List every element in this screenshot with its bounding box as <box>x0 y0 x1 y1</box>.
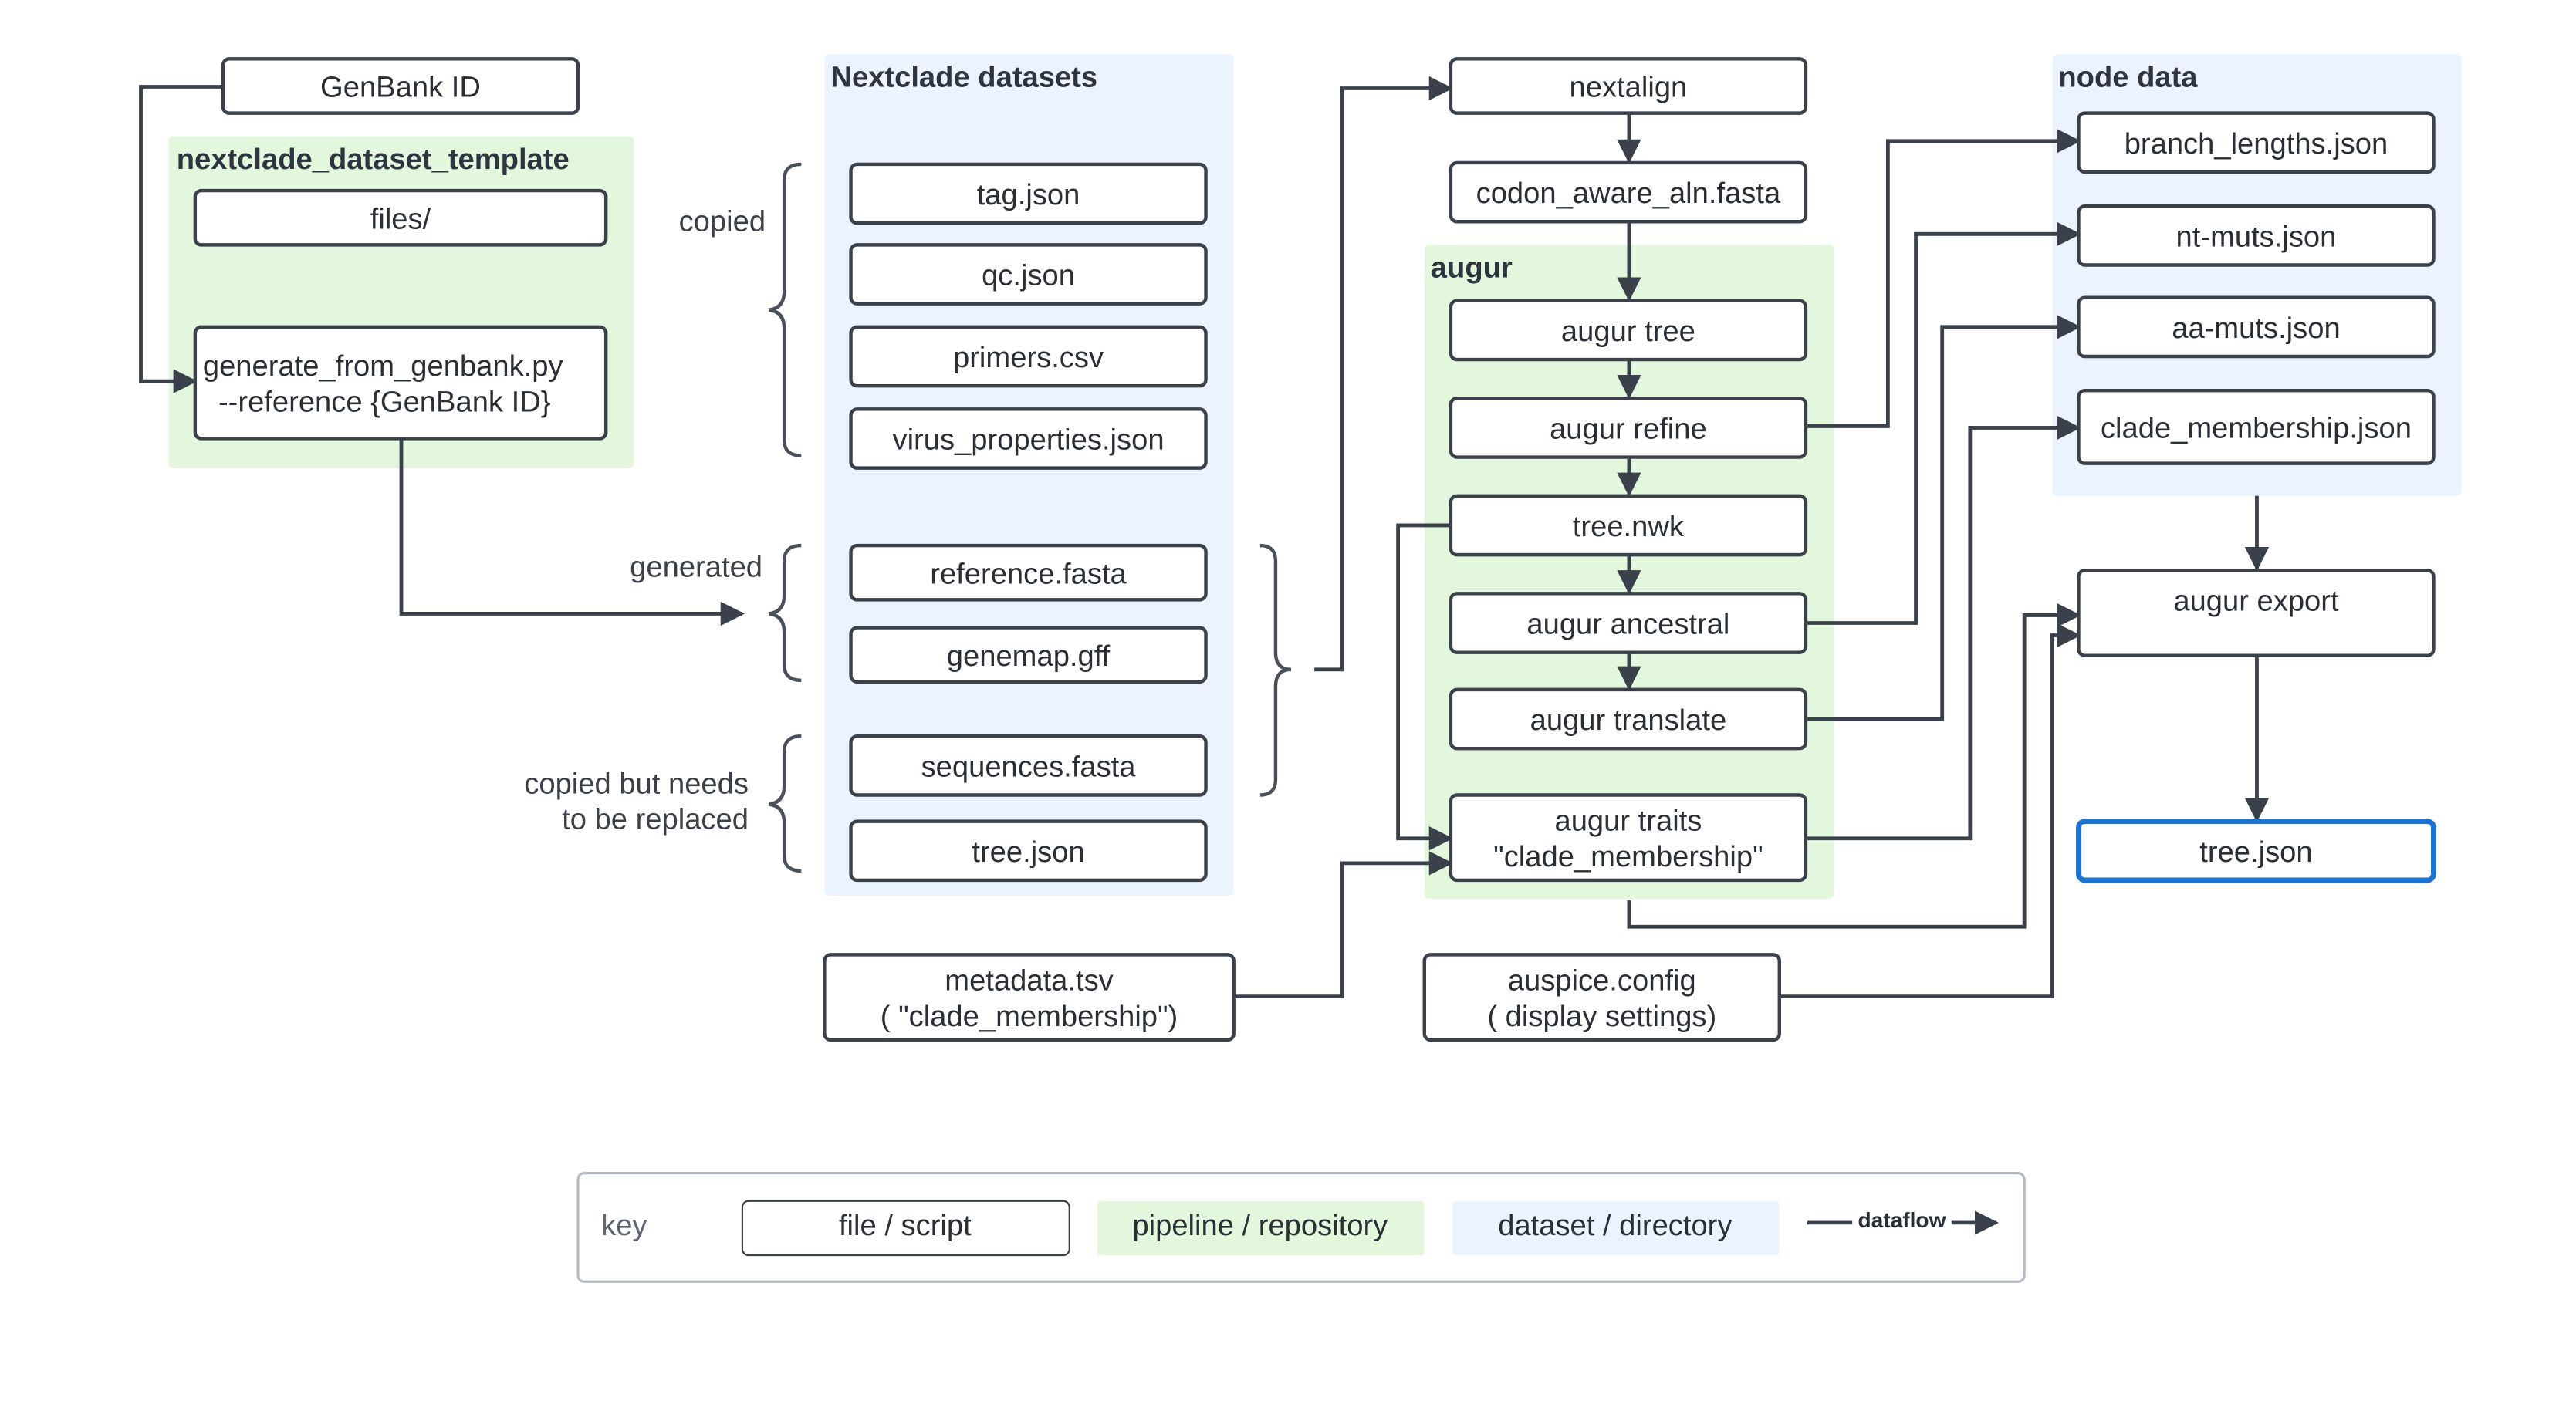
legend-pipeline: pipeline / repository <box>1097 1200 1425 1256</box>
node-primers-csv: primers.csv <box>849 325 1208 388</box>
node-label-line: auspice.config <box>1508 964 1696 998</box>
node-label-line: generate_from_genbank.py <box>203 349 563 383</box>
node-label-line: sequences.fasta <box>921 750 1137 783</box>
node-label-line: codon_aware_aln.fasta <box>1476 177 1781 210</box>
node-label-line: augur traits <box>1554 805 1702 838</box>
node-label-line: virus_properties.json <box>893 424 1165 457</box>
node-aa-muts-json: aa-muts.json <box>2077 295 2436 359</box>
nodes: GenBank ID files/ generate_from_genbank.… <box>193 57 2436 1042</box>
group-title-template: nextclade_dataset_template <box>177 143 570 176</box>
node-qc-json: qc.json <box>849 243 1208 306</box>
node-genemap-gff: genemap.gff <box>849 626 1208 684</box>
edge-script-to-generated <box>399 440 745 626</box>
legend: key file / script pipeline / repository … <box>576 1172 2026 1283</box>
node-metadata-tsv: metadata.tsv( "clade_membership") <box>823 953 1236 1042</box>
node-virus-properties-json: virus_properties.json <box>849 407 1208 470</box>
node-label-line: augur tree <box>1561 315 1695 348</box>
edge-refine-to-branch-lengths <box>1807 129 2081 428</box>
node-label-line: "clade_membership" <box>1493 840 1763 873</box>
annotation-copied: copied <box>679 204 766 238</box>
node-generate-from-genbank-script: generate_from_genbank.py--reference {Gen… <box>193 325 608 441</box>
node-auspice-config: auspice.config( display settings) <box>1422 953 1781 1042</box>
edge-translate-to-aa-muts <box>1807 315 2081 721</box>
group-title-augur: augur <box>1431 252 1513 285</box>
node-label-line: augur ancestral <box>1526 608 1729 641</box>
brace-generated <box>768 543 802 683</box>
annotation-line: to be replaced <box>562 803 749 836</box>
node-files-dir: files/ <box>193 188 608 247</box>
node-augur-translate: augur translate <box>1449 687 1808 751</box>
node-label-line: nextalign <box>1570 71 1688 104</box>
legend-dataset: dataset / directory <box>1452 1200 1780 1256</box>
node-augur-ancestral: augur ancestral <box>1449 592 1808 654</box>
edge-dataset-to-nextalign <box>1314 76 1454 672</box>
node-reference-fasta: reference.fasta <box>849 543 1208 602</box>
group-title-node-data: node data <box>2058 60 2198 93</box>
node-label-line: augur translate <box>1530 704 1727 737</box>
node-clade-membership-json: clade_membership.json <box>2077 388 2436 465</box>
node-label-line: tree.json <box>972 836 1084 869</box>
node-label-line: nt-muts.json <box>2176 220 2337 253</box>
legend-pipeline-label: pipeline / repository <box>1132 1209 1388 1242</box>
node-nt-muts-json: nt-muts.json <box>2077 204 2436 267</box>
node-label-line: clade_membership.json <box>2101 411 2412 444</box>
node-branch-lengths-json: branch_lengths.json <box>2077 111 2436 174</box>
group-title-datasets: Nextclade datasets <box>830 60 1097 93</box>
node-label-line: qc.json <box>982 259 1075 292</box>
brace-to-nextalign <box>1259 543 1292 797</box>
node-label-line: files/ <box>370 202 431 235</box>
node-augur-tree: augur tree <box>1449 299 1808 362</box>
edge-traits-to-clade-json <box>1807 415 2081 841</box>
node-label-line: ( display settings) <box>1487 1000 1716 1033</box>
node-dataset-tree-json: tree.json <box>849 819 1208 883</box>
legend-file-script-label: file / script <box>839 1209 972 1242</box>
node-label-line: tag.json <box>977 178 1080 211</box>
node-label-line: reference.fasta <box>930 557 1127 590</box>
edge-nwk-to-traits <box>1396 523 1454 851</box>
annotation-line: generated <box>630 550 762 583</box>
node-augur-traits: augur traits"clade_membership" <box>1449 793 1808 883</box>
node-label-line: tree.nwk <box>1573 510 1685 543</box>
node-label-line: primers.csv <box>953 341 1104 374</box>
edge-auspice-to-export <box>1779 623 2081 999</box>
edge-ancestral-to-nt-muts <box>1807 221 2081 625</box>
edge-metadata-to-traits <box>1233 851 1454 999</box>
edge-genbank-to-script <box>139 85 223 393</box>
node-codon-aware-aln: codon_aware_aln.fasta <box>1449 160 1808 224</box>
node-label-line: --reference {GenBank ID} <box>218 385 551 418</box>
annotation-line: copied but needs <box>524 767 749 800</box>
node-label-line: ( "clade_membership") <box>881 1000 1178 1033</box>
node-tree-nwk: tree.nwk <box>1449 494 1808 557</box>
node-label-line: augur refine <box>1550 412 1707 445</box>
legend-dataset-label: dataset / directory <box>1498 1209 1732 1242</box>
node-label-line: branch_lengths.json <box>2125 127 2388 160</box>
legend-dataflow-label: dataflow <box>1858 1208 1946 1232</box>
dataflow-edges <box>139 76 2270 999</box>
brace-copied-replace <box>768 734 802 873</box>
legend-file-script: file / script <box>741 1200 1070 1257</box>
node-label-line: aa-muts.json <box>2172 312 2340 345</box>
annotation-line: copied <box>679 204 766 238</box>
node-output-tree-json: tree.json <box>2076 819 2436 883</box>
legend-dataflow: dataflow <box>1807 1205 2000 1235</box>
node-nextalign: nextalign <box>1449 57 1808 115</box>
node-label-line: augur export <box>2173 584 2339 617</box>
node-label-line: genemap.gff <box>947 640 1111 673</box>
annotation-generated: generated <box>630 550 762 583</box>
legend-title: key <box>601 1209 647 1242</box>
node-label-line: tree.json <box>2199 836 2312 869</box>
node-tag-json: tag.json <box>849 162 1208 225</box>
node-augur-export: augur export <box>2077 569 2436 657</box>
edge-augur-to-export <box>1627 603 2081 929</box>
braces <box>768 162 1292 873</box>
node-label-line: GenBank ID <box>320 71 481 104</box>
node-genbank-id: GenBank ID <box>221 57 580 115</box>
node-sequences-fasta: sequences.fasta <box>849 734 1208 797</box>
node-augur-refine: augur refine <box>1449 397 1808 459</box>
node-label-line: metadata.tsv <box>945 964 1113 998</box>
brace-copied <box>768 162 802 457</box>
